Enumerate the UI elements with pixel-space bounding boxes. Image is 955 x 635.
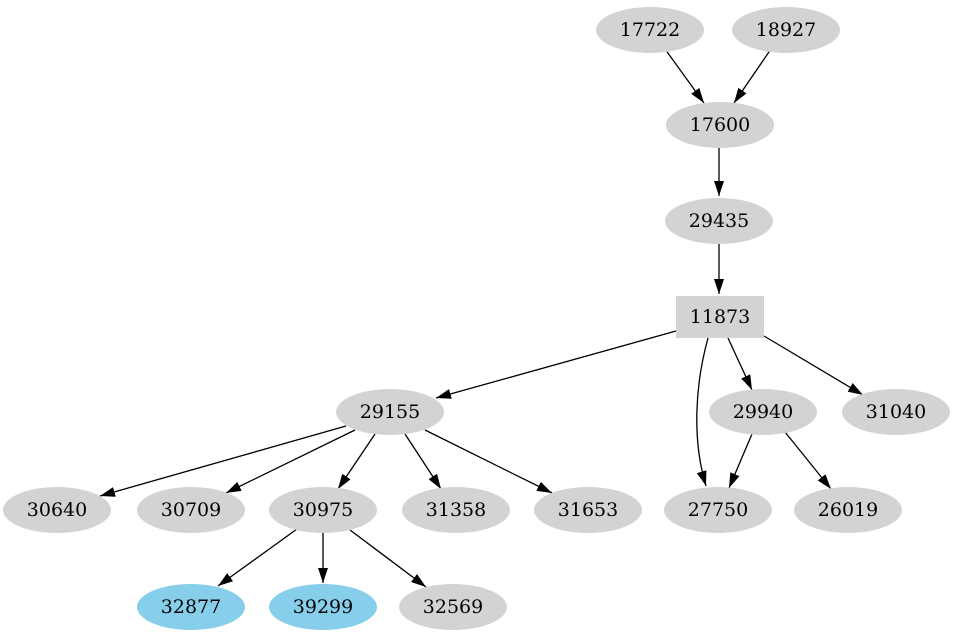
node-31653: 31653	[534, 487, 642, 533]
node-30709-label: 30709	[161, 499, 221, 521]
node-29435-label: 29435	[689, 210, 749, 232]
node-27750-label: 27750	[688, 499, 748, 521]
edge-11873-31040	[763, 335, 864, 396]
node-11873: 11873	[676, 296, 764, 338]
node-31653-ellipse-shape	[534, 487, 642, 533]
node-11873-label: 11873	[690, 306, 750, 328]
node-31040-label: 31040	[866, 401, 926, 423]
edge-29940-26019	[784, 431, 832, 490]
node-27750-ellipse-shape	[664, 487, 772, 533]
node-18927-label: 18927	[756, 19, 816, 41]
node-27750: 27750	[664, 487, 772, 533]
node-39299-ellipse-shape	[269, 584, 377, 630]
node-17600-ellipse-shape	[666, 102, 774, 148]
node-26019: 26019	[794, 487, 902, 533]
node-31358-ellipse-shape	[402, 487, 510, 533]
edge-29155-30709	[225, 429, 356, 494]
edge-29155-30640	[99, 425, 347, 497]
node-17600: 17600	[666, 102, 774, 148]
node-30640-label: 30640	[27, 499, 87, 521]
node-32569-label: 32569	[423, 596, 483, 618]
node-32877: 32877	[137, 584, 245, 630]
edge-29155-31358	[404, 433, 442, 490]
node-31040: 31040	[842, 389, 950, 435]
node-30975: 30975	[269, 487, 377, 533]
node-17722-label: 17722	[620, 19, 680, 41]
edge-11873-27750	[696, 337, 709, 487]
node-29940-label: 29940	[733, 401, 793, 423]
edge-29155-30975	[337, 433, 376, 490]
node-18927-ellipse-shape	[732, 7, 840, 53]
node-29155-ellipse-shape	[336, 389, 444, 435]
edge-29940-27750	[728, 433, 753, 489]
node-31653-label: 31653	[558, 499, 618, 521]
node-29155: 29155	[336, 389, 444, 435]
node-18927: 18927	[732, 7, 840, 53]
node-32877-ellipse-shape	[137, 584, 245, 630]
edge-18927-17600	[733, 48, 772, 104]
edge-29155-31653	[424, 429, 553, 494]
edge-30975-32569	[349, 529, 427, 588]
node-39299: 39299	[269, 584, 377, 630]
node-31358-label: 31358	[426, 499, 486, 521]
node-39299-label: 39299	[293, 596, 353, 618]
node-30640-ellipse-shape	[3, 487, 111, 533]
node-31358: 31358	[402, 487, 510, 533]
node-29435-ellipse-shape	[665, 198, 773, 244]
node-29435: 29435	[665, 198, 773, 244]
node-31040-ellipse-shape	[842, 389, 950, 435]
node-17722: 17722	[596, 7, 704, 53]
node-32569-ellipse-shape	[399, 584, 507, 630]
edge-30975-32877	[217, 528, 298, 587]
node-29940: 29940	[709, 389, 817, 435]
node-26019-label: 26019	[818, 499, 878, 521]
node-30640: 30640	[3, 487, 111, 533]
node-29155-label: 29155	[360, 401, 420, 423]
node-32569: 32569	[399, 584, 507, 630]
node-17600-label: 17600	[690, 114, 750, 136]
node-26019-ellipse-shape	[794, 487, 902, 533]
node-29940-ellipse-shape	[709, 389, 817, 435]
node-11873-box-shape	[676, 296, 764, 338]
edge-11873-29940	[727, 337, 753, 391]
edge-17722-17600	[664, 48, 705, 104]
node-30975-label: 30975	[293, 499, 353, 521]
node-17722-ellipse-shape	[596, 7, 704, 53]
node-32877-label: 32877	[161, 596, 221, 618]
node-30975-ellipse-shape	[269, 487, 377, 533]
node-30709-ellipse-shape	[137, 487, 245, 533]
edge-11873-29155	[435, 330, 677, 399]
node-30709: 30709	[137, 487, 245, 533]
